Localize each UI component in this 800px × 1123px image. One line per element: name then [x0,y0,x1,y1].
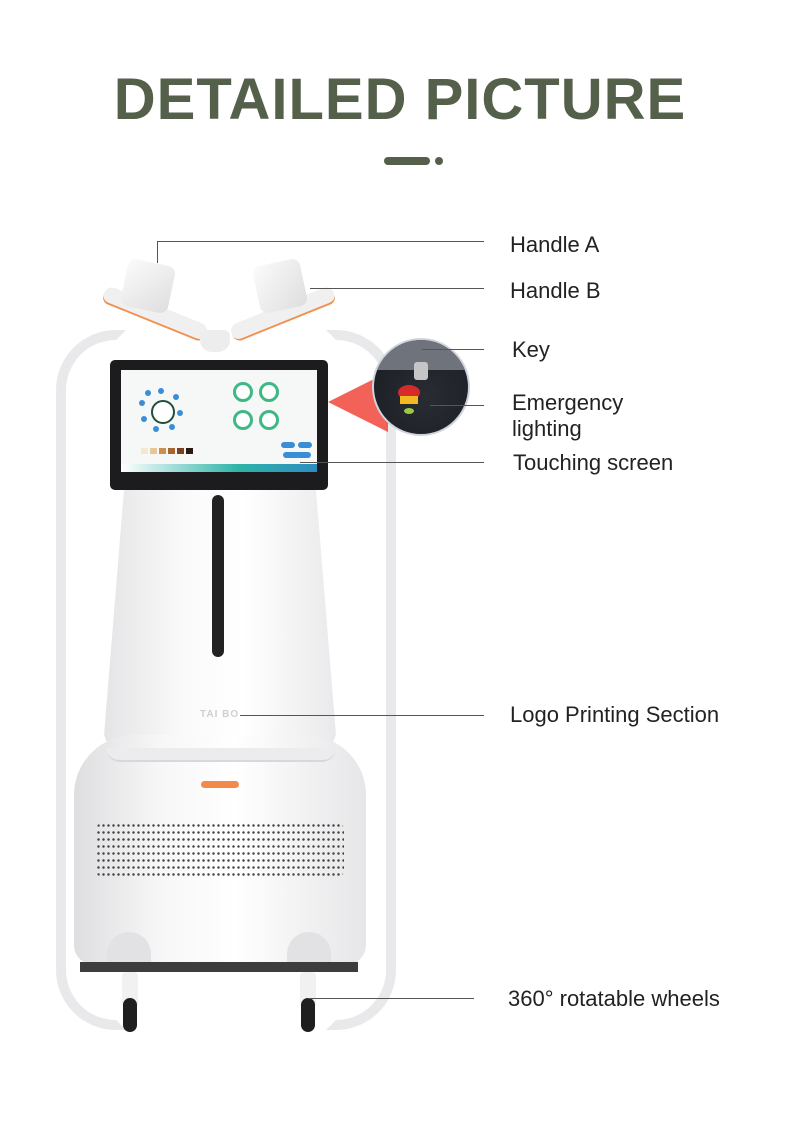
handle-slot [212,495,224,657]
wheel-right [301,998,315,1032]
callout-emergency-lighting-line1: Emergency [512,390,624,415]
callout-handle-a: Handle A [510,232,600,257]
mode-dot [158,388,164,394]
title-divider-bar [384,157,430,165]
leader-screen [300,462,484,463]
mode-dot [177,410,183,416]
leader-handle-b [310,288,484,289]
gauge-3 [233,410,253,430]
leader-key [422,349,484,350]
page-title: DETAILED PICTURE [113,67,687,132]
wheel-left [123,998,137,1032]
title-divider-dot [435,157,443,165]
body-ledge [106,748,336,762]
callout-key: Key [512,337,550,362]
base-plate [80,962,358,972]
key-detail-inset [372,338,470,436]
leader-handle-a [157,241,484,242]
emergency-stop-collar [400,396,418,404]
screen-footer-bar [121,464,317,472]
leader-handle-a-vertical [157,241,158,263]
gauge-4 [259,410,279,430]
skin-swatch [186,448,193,454]
handle-b [251,257,309,315]
speaker-grille [96,822,344,878]
emergency-light [404,408,414,414]
callout-logo-printing: Logo Printing Section [510,702,720,727]
screen-button[interactable] [281,442,295,448]
mode-dot [169,424,175,430]
frequency-dial [151,400,175,424]
skin-swatch [159,448,166,454]
handle-a [119,257,177,315]
skin-swatch [177,448,184,454]
handle-yoke [200,330,230,352]
mode-dot [145,390,151,396]
mode-dot [141,416,147,422]
leader-wheels [308,998,474,999]
mode-dot [153,426,159,432]
callout-wheels: 360° rotatable wheels [508,986,720,1011]
gauge-2 [259,382,279,402]
callout-handle-b: Handle B [510,278,601,303]
skin-swatch [141,448,148,454]
leader-emergency [430,405,484,406]
mode-dot [173,394,179,400]
screen-button[interactable] [298,442,312,448]
screen-ready-button[interactable] [283,452,311,458]
skin-swatch [150,448,157,454]
callout-touching-screen: Touching screen [513,450,674,475]
gauge-1 [233,382,253,402]
touch-screen[interactable] [121,370,317,472]
skin-swatch [168,448,175,454]
mode-dot [139,400,145,406]
logo-print: TAI BO [200,709,240,720]
status-light [201,781,239,788]
key-switch [414,362,428,380]
callout-emergency-lighting-line2: lighting [512,416,582,441]
leader-logo [240,715,484,716]
